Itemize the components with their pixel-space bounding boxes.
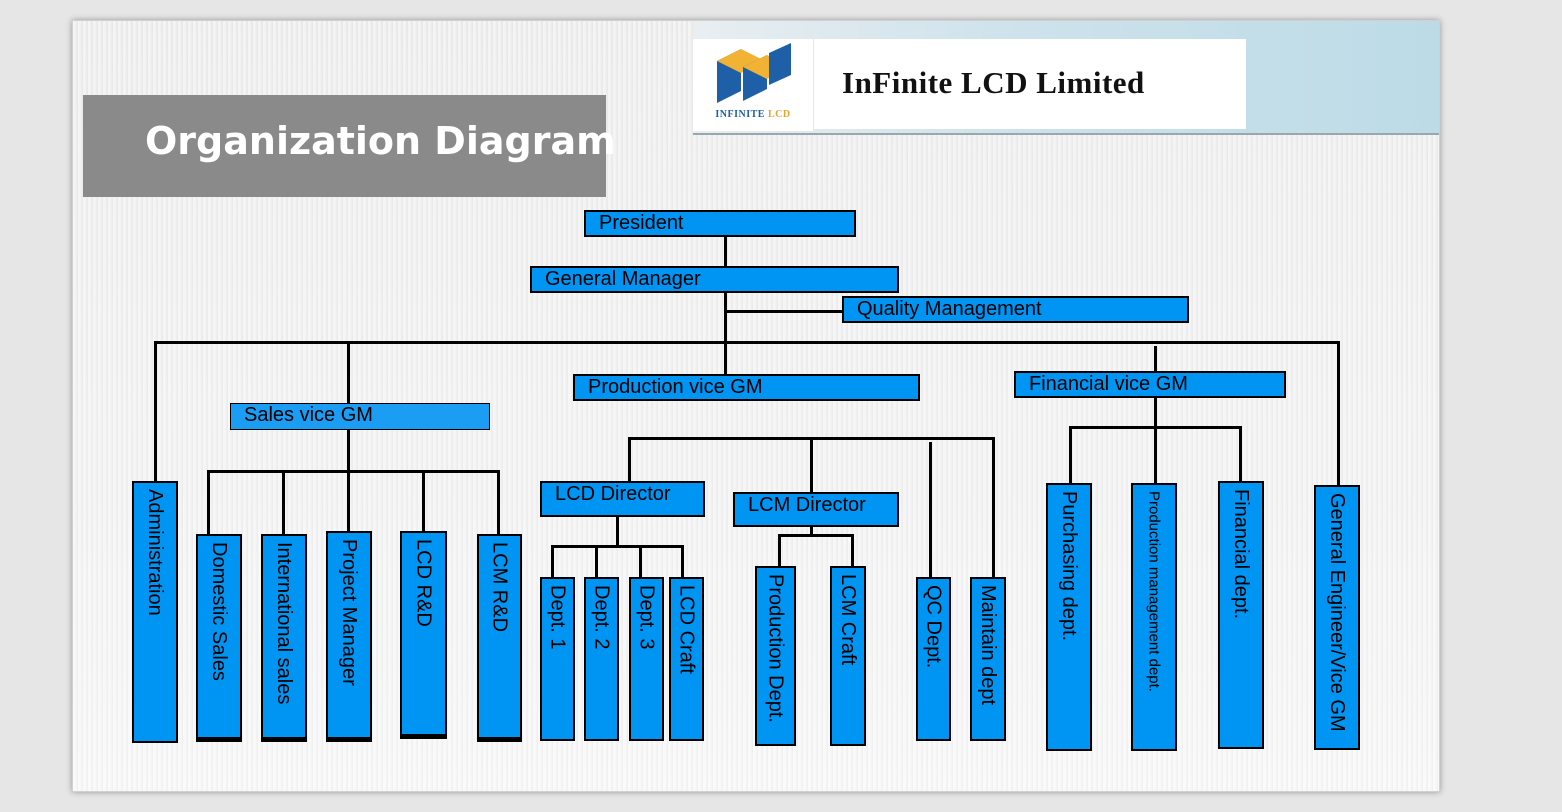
- box-label: International sales: [273, 542, 295, 705]
- box-label: Dept. 1: [546, 585, 569, 650]
- president-box: President: [584, 210, 856, 237]
- connector: [639, 545, 642, 579]
- connector: [810, 437, 813, 493]
- page-title: Organization Diagram: [145, 119, 616, 163]
- connector: [1069, 426, 1072, 484]
- connector: [681, 545, 684, 579]
- administration-box: Administration: [132, 481, 178, 743]
- connector: [1239, 426, 1242, 484]
- financial-dept-box: Financial dept.: [1218, 481, 1264, 749]
- lcd-director-box: LCD Director: [540, 481, 705, 517]
- box-label: Maintain dept: [977, 585, 999, 706]
- company-logo: INFINITE LCD: [693, 39, 813, 131]
- box-label: Project Manager: [338, 539, 360, 686]
- box-label: Production Dept.: [764, 574, 787, 723]
- purchasing-dept-box: Purchasing dept.: [1046, 483, 1092, 751]
- connector: [1069, 426, 1242, 429]
- title-banner: Organization Diagram: [83, 95, 616, 197]
- dept-1-box: Dept. 1: [540, 577, 575, 741]
- general-engineer-box: General Engineer/Vice GM: [1314, 485, 1360, 750]
- quality-management-box: Quality Management: [842, 296, 1189, 323]
- box-label: General Engineer/Vice GM: [1326, 493, 1348, 732]
- connector: [154, 341, 1340, 344]
- connector: [422, 470, 425, 532]
- production-vice-gm-box: Production vice GM: [573, 374, 920, 401]
- logo-icon: [717, 43, 791, 103]
- connector: [595, 545, 598, 579]
- sales-vice-gm-box: Sales vice GM: [230, 403, 490, 430]
- production-management-dept-box: Production management dept.: [1131, 483, 1177, 751]
- box-label: LCM R&D: [488, 542, 511, 633]
- maintain-dept-box: Maintain dept: [970, 577, 1006, 741]
- connector: [929, 442, 932, 579]
- connector: [1337, 341, 1340, 487]
- connector: [724, 310, 844, 313]
- company-name: InFinite LCD Limited: [842, 65, 1145, 100]
- connector: [551, 545, 554, 579]
- slide: INFINITE LCD InFinite LCD Limited Organi…: [72, 20, 1440, 792]
- connector: [154, 341, 157, 482]
- lcm-rd-box: LCM R&D: [477, 534, 522, 742]
- box-label: Purchasing dept.: [1058, 491, 1080, 642]
- connector: [207, 470, 210, 535]
- domestic-sales-box: Domestic Sales: [196, 534, 242, 742]
- org-chart: President General Manager Quality Manage…: [73, 21, 1439, 791]
- lcd-rd-box: LCD R&D: [400, 531, 447, 739]
- box-label: LCD Craft: [675, 585, 698, 674]
- connector: [628, 437, 631, 482]
- dept-2-box: Dept. 2: [584, 577, 619, 741]
- box-label: QC Dept.: [922, 585, 945, 669]
- connector: [551, 545, 684, 548]
- international-sales-box: International sales: [261, 534, 307, 742]
- connector: [282, 470, 285, 535]
- connector: [778, 534, 781, 568]
- box-label: Dept. 2: [590, 585, 613, 650]
- box-label: Production management dept.: [1145, 491, 1163, 692]
- connector: [497, 470, 500, 535]
- box-label: Financial dept.: [1230, 489, 1252, 620]
- connector: [1154, 346, 1157, 484]
- company-name-box: InFinite LCD Limited: [814, 39, 1246, 129]
- qc-dept-box: QC Dept.: [916, 577, 951, 741]
- financial-vice-gm-box: Financial vice GM: [1014, 371, 1286, 398]
- connector: [616, 515, 619, 546]
- production-dept-box: Production Dept.: [755, 566, 796, 746]
- connector: [810, 524, 813, 536]
- lcd-craft-box: LCD Craft: [669, 577, 704, 741]
- box-label: Dept. 3: [635, 585, 658, 650]
- box-label: Administration: [144, 489, 166, 616]
- general-manager-box: General Manager: [530, 266, 899, 293]
- connector: [851, 534, 854, 568]
- box-label: LCD R&D: [412, 539, 435, 627]
- logo-caption: INFINITE LCD: [715, 109, 791, 120]
- lcm-craft-box: LCM Craft: [830, 566, 866, 746]
- connector: [207, 470, 500, 473]
- connector: [347, 341, 350, 534]
- connector: [992, 437, 995, 579]
- dept-3-box: Dept. 3: [629, 577, 664, 741]
- box-label: LCM Craft: [837, 574, 859, 666]
- box-label: Domestic Sales: [208, 542, 230, 681]
- lcm-director-box: LCM Director: [733, 492, 899, 527]
- connector: [778, 534, 854, 537]
- project-manager-box: Project Manager: [326, 531, 372, 742]
